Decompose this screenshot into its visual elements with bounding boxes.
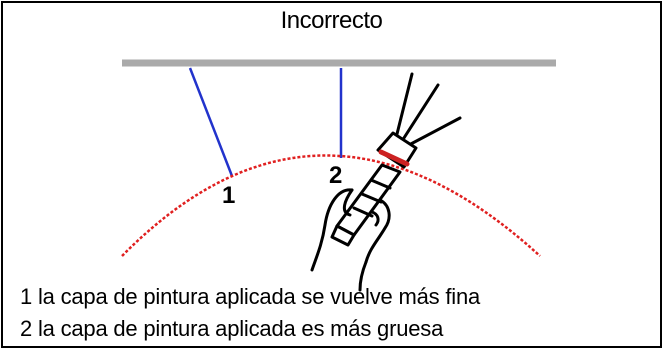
spray-arc	[121, 154, 541, 257]
caption-1: 1 la capa de pintura aplicada se vuelve …	[20, 284, 481, 309]
diagram-title: Incorrecto	[280, 7, 383, 34]
caption-2: 2 la capa de pintura aplicada es más gru…	[20, 316, 444, 341]
spray-gun-icon	[330, 72, 462, 247]
label-1: 1	[222, 182, 235, 209]
title-box: Incorrecto	[3, 3, 660, 39]
spray-line-1	[188, 67, 234, 177]
hand-icon	[310, 188, 391, 292]
label-2: 2	[329, 162, 342, 189]
